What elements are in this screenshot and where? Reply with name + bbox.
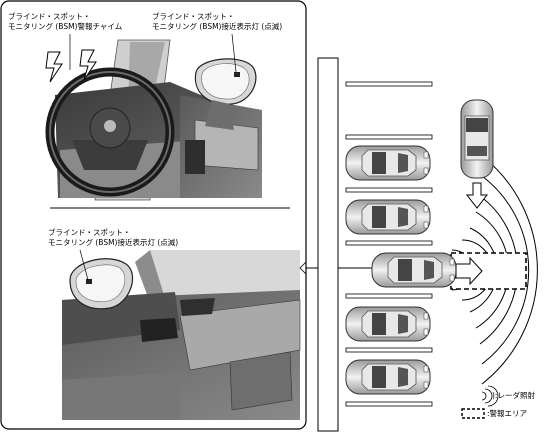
approaching-car [460, 99, 494, 179]
legend-alert-area-icon [461, 408, 485, 419]
own-car [371, 252, 457, 288]
approach-direction-arrow [465, 182, 489, 209]
indicator-label-bottom: ブラインド・スポット・ モニタリング (BSM)接近表示灯 (点滅) [48, 228, 178, 248]
chime-label-line2: モニタリング (BSM)警報チャイム [8, 22, 123, 31]
parked-car-3 [345, 306, 431, 342]
indicator-label-bottom-line2: モニタリング (BSM)接近表示灯 (点滅) [48, 238, 179, 247]
parking-lines [345, 81, 433, 407]
reverse-direction-arrow [455, 256, 483, 286]
legend-radar-label: ):レーダ照射 [492, 391, 535, 400]
chime-label: ブラインド・スポット・ モニタリング (BSM)警報チャイム [8, 12, 122, 32]
legend-radar-icon [481, 385, 499, 407]
indicator-label-top-line2: モニタリング (BSM)接近表示灯 (点滅) [152, 22, 283, 31]
curb-wall [317, 57, 339, 432]
chime-label-line1: ブラインド・スポット・ [8, 12, 91, 21]
parked-car-1 [345, 145, 431, 181]
steering-wheel-interior-illustration [40, 33, 295, 201]
indicator-label-top-line1: ブラインド・スポット・ [152, 12, 235, 21]
parked-car-2 [345, 199, 431, 235]
indicator-label-top: ブラインド・スポット・ モニタリング (BSM)接近表示灯 (点滅) [152, 12, 282, 32]
indicator-label-bottom-line1: ブラインド・スポット・ [48, 228, 131, 237]
parked-car-4 [345, 359, 431, 395]
side-mirror-door-illustration [62, 249, 301, 420]
legend-alert-area-label: :警報エリア [487, 409, 528, 418]
